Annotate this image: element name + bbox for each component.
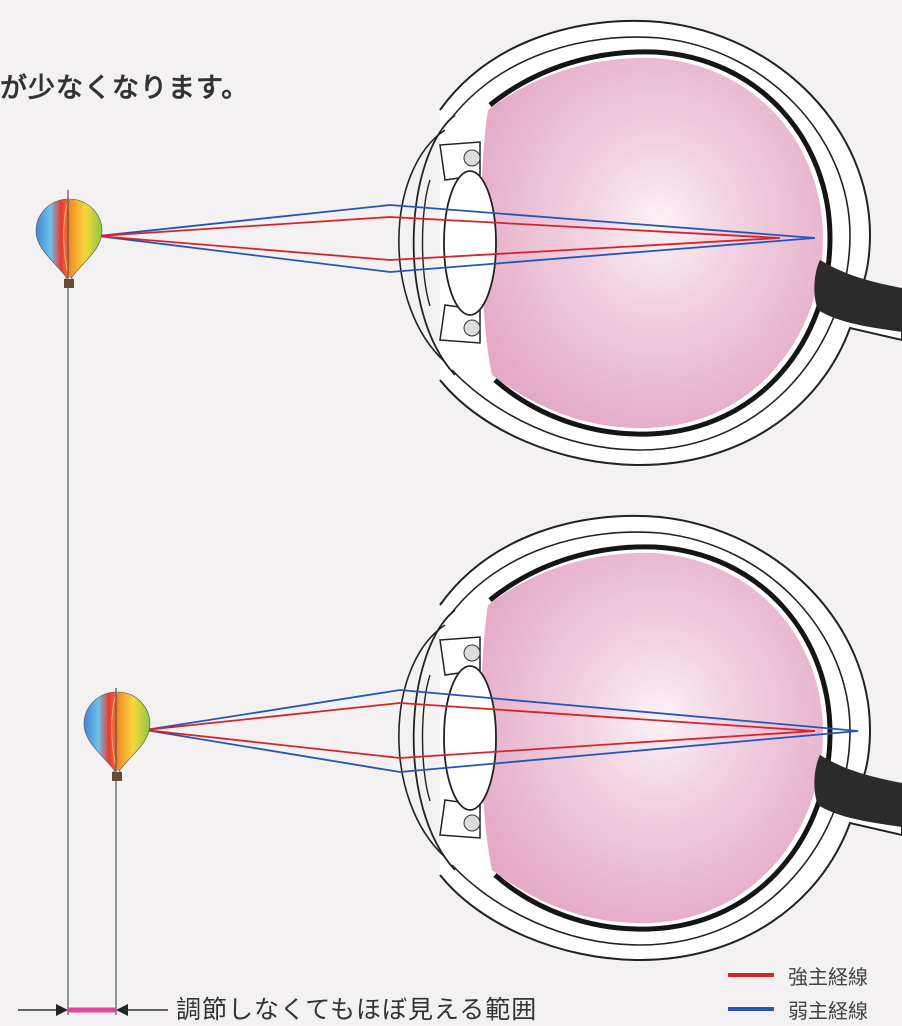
range-arrow-left-icon	[56, 1004, 68, 1016]
legend-item-strong: 強主経線	[728, 958, 868, 992]
lower-eye	[399, 516, 902, 960]
range-indicator	[18, 1004, 168, 1016]
lower-balloon-icon	[84, 692, 150, 781]
upper-balloon-icon	[36, 199, 102, 288]
legend-item-weak: 弱主経線	[728, 992, 868, 1026]
legend: 強主経線 弱主経線	[728, 958, 868, 1026]
legend-swatch-strong	[728, 973, 774, 977]
range-annotation: 調節しなくてもほぼ見える範囲	[176, 990, 537, 1026]
upper-eye	[399, 21, 902, 465]
legend-swatch-weak	[728, 1007, 774, 1011]
legend-label-weak: 弱主経線	[788, 995, 868, 1024]
legend-label-strong: 強主経線	[788, 961, 868, 990]
